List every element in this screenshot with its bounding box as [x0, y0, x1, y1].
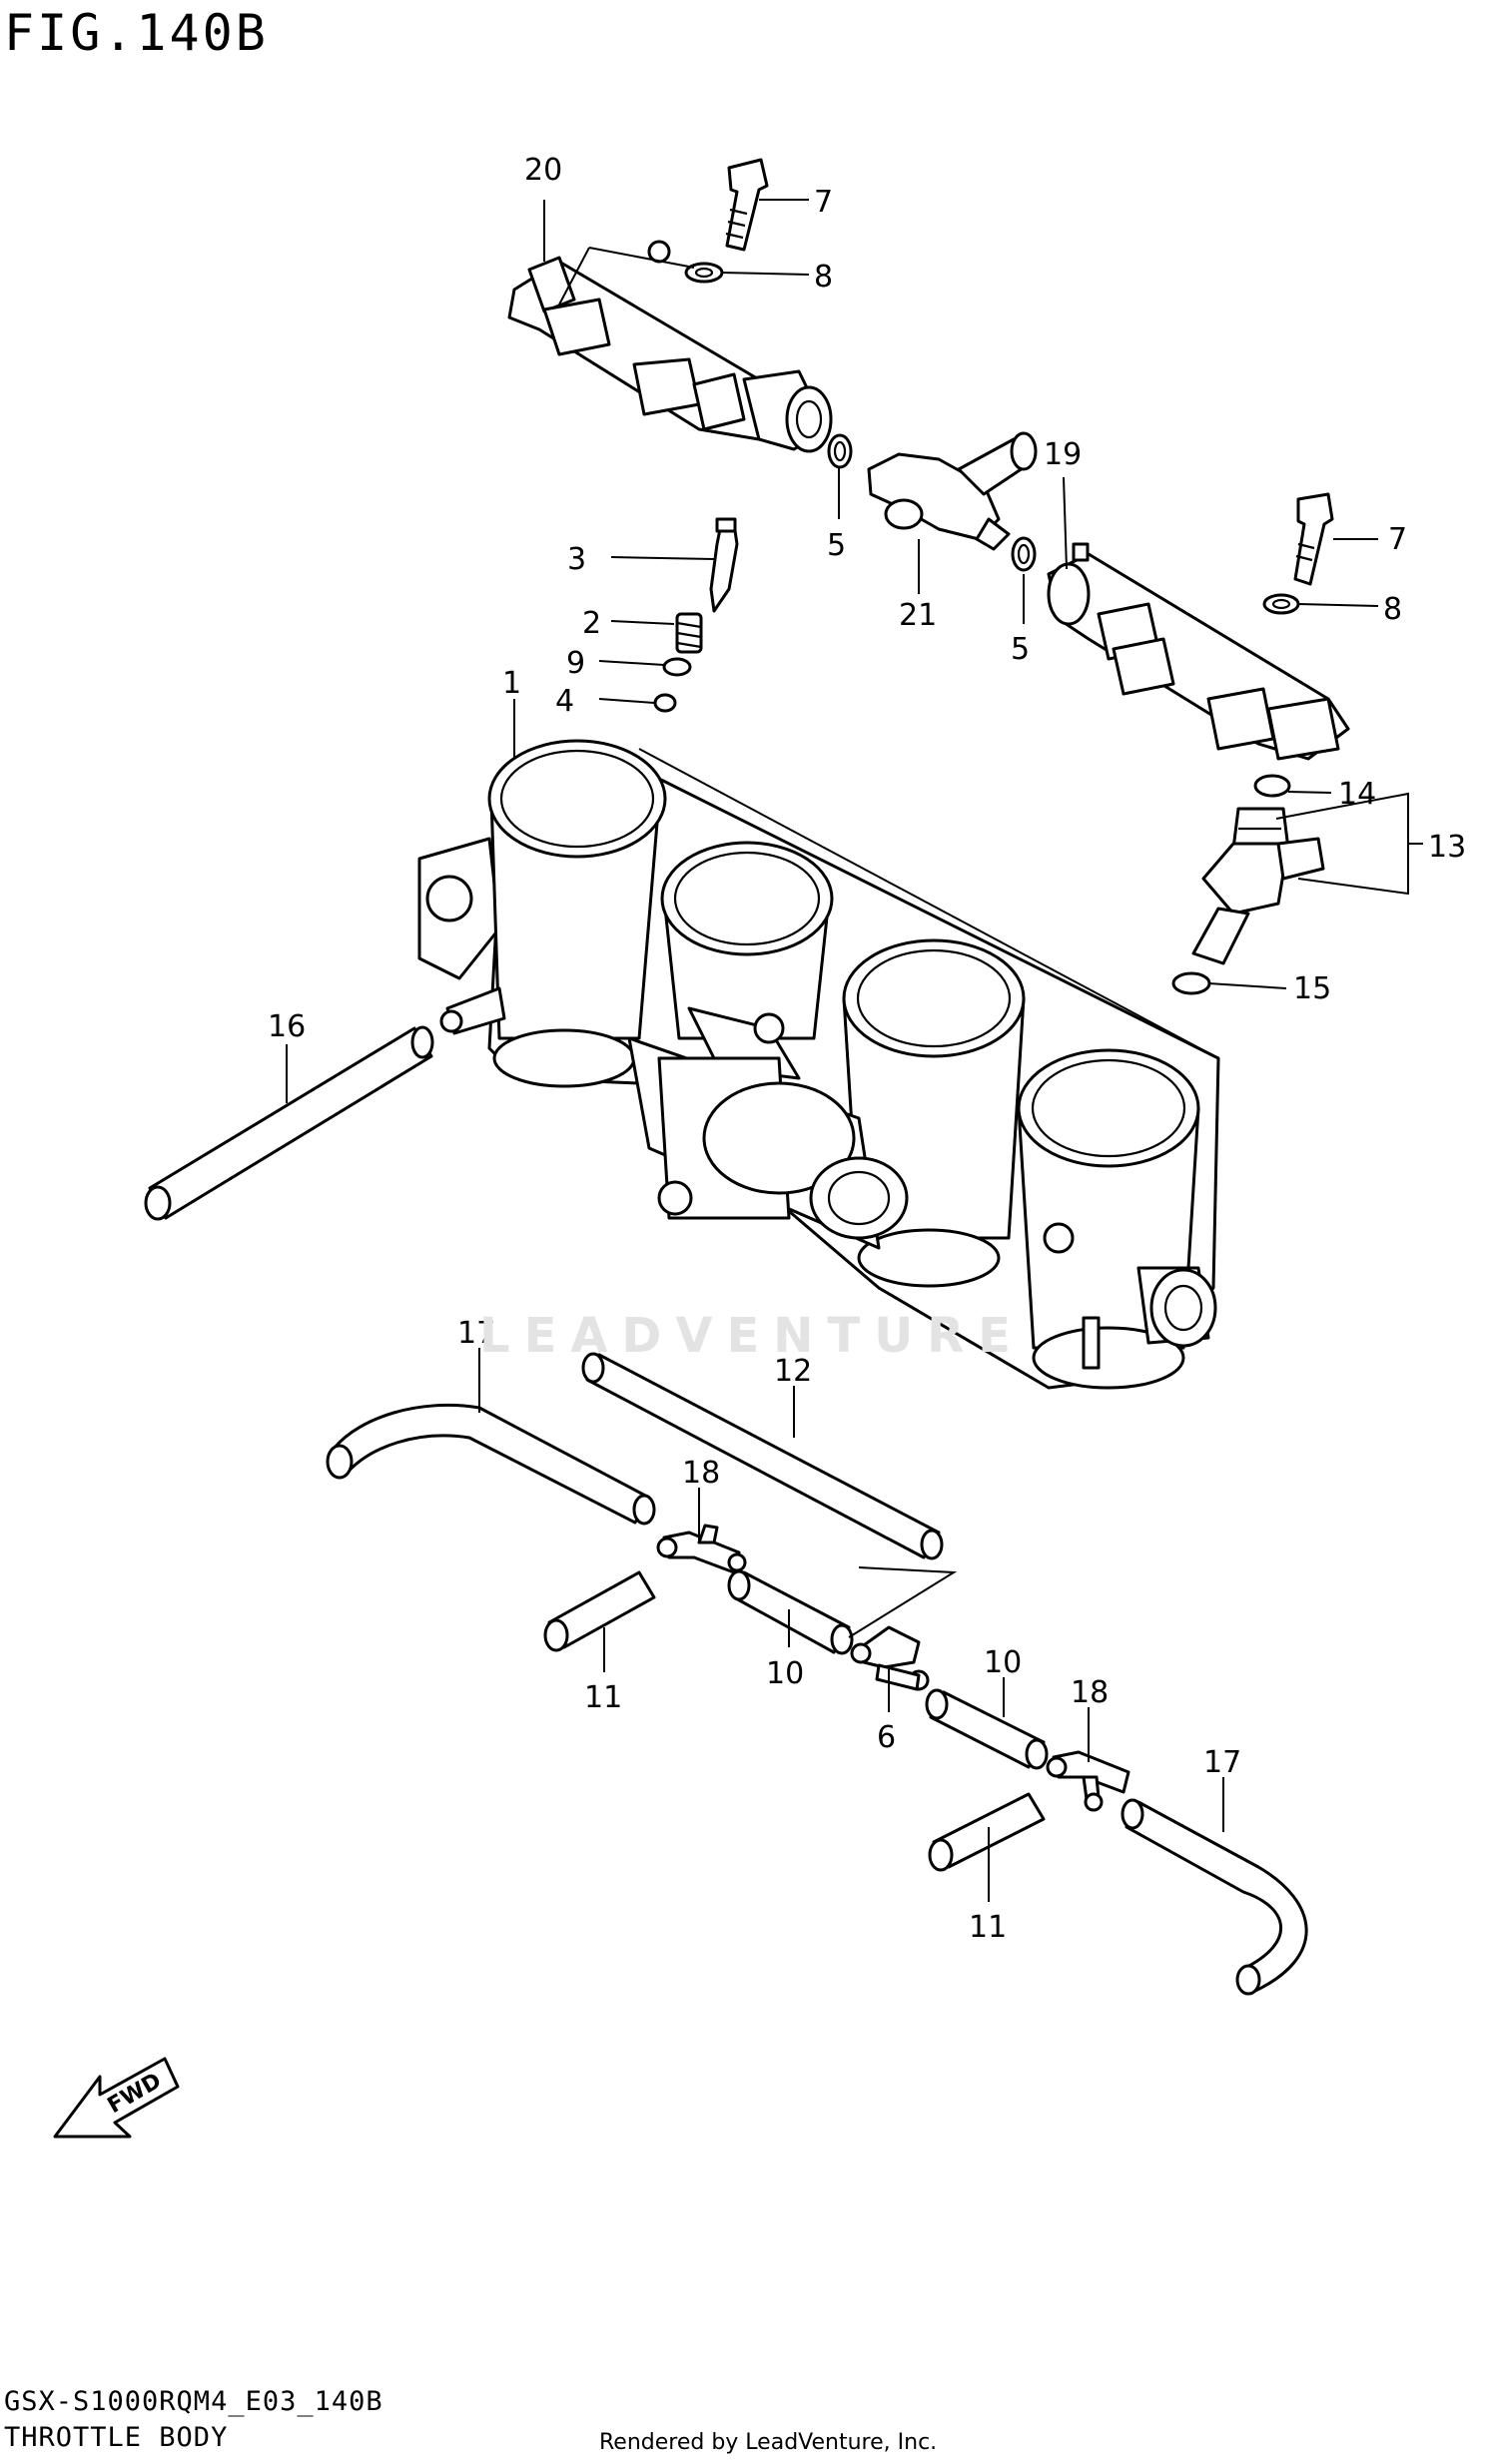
model-code: GSX-S1000RQM4_E03_140B [4, 2386, 383, 2417]
callout-11-lower: 11 [969, 1910, 1007, 1945]
adjust-screw-3[interactable] [709, 517, 739, 613]
watermark: LEADVENTURE [479, 1308, 1025, 1364]
hose-16[interactable] [144, 1025, 434, 1221]
callout-7-upper: 7 [814, 185, 833, 220]
leader-lines [286, 199, 1423, 1902]
callout-8-right: 8 [1383, 592, 1402, 627]
washer-9[interactable] [662, 657, 692, 677]
callout-1: 1 [502, 666, 521, 701]
fuel-pipe-joint-21[interactable] [867, 431, 1038, 551]
callout-9: 9 [566, 646, 585, 681]
section-name: THROTTLE BODY [4, 2422, 229, 2453]
bolt-7-right[interactable] [1293, 492, 1334, 586]
callout-10-left: 10 [766, 1656, 804, 1691]
callout-17-left: 17 [457, 1316, 495, 1351]
callout-5-right: 5 [1011, 632, 1030, 667]
callout-18-right: 18 [1071, 1675, 1109, 1710]
callout-4: 4 [555, 684, 574, 719]
callout-8-upper: 8 [814, 260, 833, 295]
hose-17-right[interactable] [1121, 1798, 1308, 1996]
hose-12[interactable] [581, 1352, 944, 1560]
callout-5-left: 5 [827, 528, 846, 563]
callout-7-right: 7 [1388, 522, 1407, 557]
hose-11-lower[interactable] [928, 1792, 1046, 1872]
callout-labels: 20 7 8 19 7 8 5 21 5 3 2 9 4 1 14 13 15 … [268, 153, 1466, 1945]
o-ring-5-right[interactable] [1011, 536, 1037, 572]
callout-11-upper: 11 [584, 1680, 622, 1715]
callout-20: 20 [524, 153, 562, 188]
callout-16: 16 [268, 1009, 306, 1044]
figure-title: FIG.140B [4, 4, 269, 62]
hose-10-right[interactable] [925, 1688, 1049, 1770]
o-ring-5-left[interactable] [827, 433, 853, 469]
joint-6[interactable] [850, 1625, 930, 1691]
callout-18-left: 18 [682, 1456, 720, 1491]
o-ring-15[interactable] [1171, 971, 1211, 995]
t-fitting-18-right[interactable] [1046, 1750, 1130, 1812]
t-fitting-18-left[interactable] [656, 1524, 747, 1574]
fuel-delivery-pipe-left[interactable] [507, 240, 833, 453]
fuel-delivery-pipe-right[interactable] [1047, 542, 1350, 761]
callout-13: 13 [1428, 830, 1466, 865]
callout-21: 21 [899, 598, 937, 633]
callout-15: 15 [1293, 971, 1331, 1006]
fwd-arrow-icon: FWD [53, 2057, 180, 2139]
hose-17-left[interactable] [326, 1403, 656, 1526]
spring-2[interactable] [675, 612, 703, 654]
washer-8-right[interactable] [1262, 593, 1300, 615]
callout-6: 6 [877, 1720, 896, 1755]
o-ring-4[interactable] [653, 693, 677, 713]
hose-10-left[interactable] [727, 1569, 854, 1655]
fuel-injector-13[interactable] [1191, 807, 1325, 965]
o-ring-14[interactable] [1253, 774, 1291, 798]
bolt-7-upper[interactable] [725, 158, 769, 252]
callout-17-right: 17 [1203, 1745, 1241, 1780]
throttle-body-assembly[interactable] [417, 739, 1220, 1390]
callout-19: 19 [1044, 437, 1082, 472]
render-credit: Rendered by LeadVenture, Inc. [599, 2430, 938, 2455]
callout-14: 14 [1338, 777, 1376, 812]
callout-10-right: 10 [984, 1645, 1022, 1680]
callout-12: 12 [774, 1354, 812, 1389]
callout-2: 2 [582, 606, 601, 641]
hose-11-upper[interactable] [543, 1570, 656, 1652]
callout-3: 3 [567, 542, 586, 577]
